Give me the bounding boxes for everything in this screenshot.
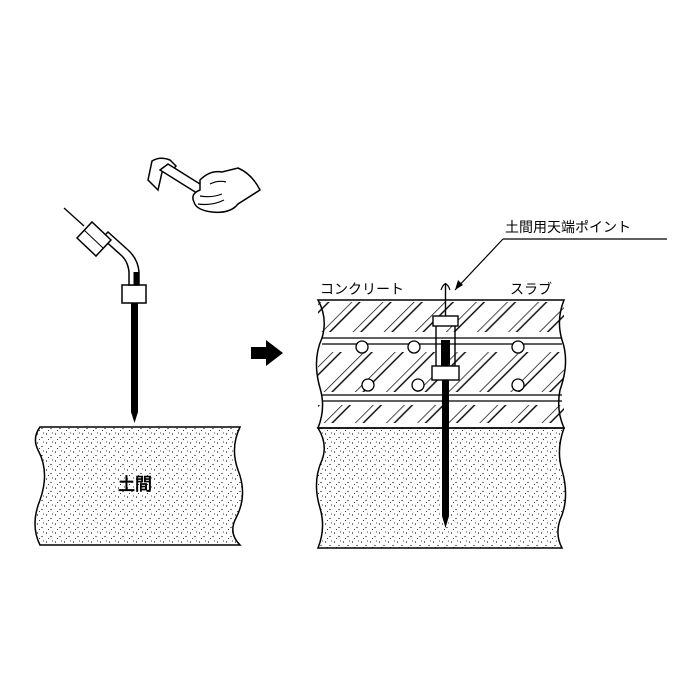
- ground-block-right: [315, 427, 567, 549]
- product-label: 土間用天端ポイント: [505, 220, 631, 236]
- leader-line: [454, 238, 667, 291]
- concrete-label: コンクリート: [320, 282, 404, 298]
- ground-block: [34, 426, 244, 546]
- hand-icon: [192, 167, 261, 214]
- pin-left: [63, 207, 147, 423]
- slab-label: スラブ: [510, 282, 552, 298]
- ground-label: 土間: [118, 475, 152, 495]
- arrow-right-icon: [251, 340, 283, 366]
- pin-installed: [431, 283, 460, 528]
